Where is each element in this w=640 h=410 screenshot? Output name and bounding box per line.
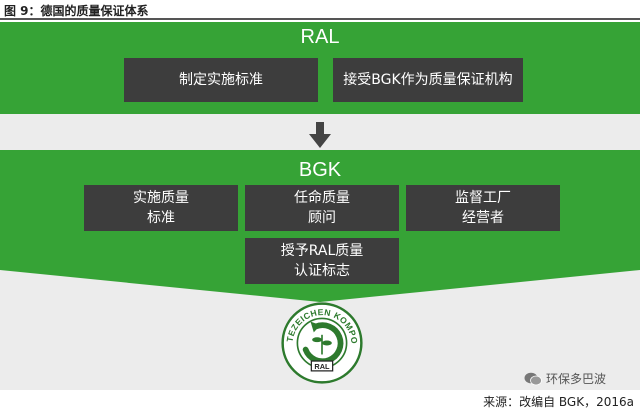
ral-box-standards: 制定实施标准 xyxy=(124,58,318,102)
down-arrow-icon xyxy=(309,122,331,148)
bgk-label: BGK xyxy=(298,159,342,181)
watermark: 环保多巴波 xyxy=(524,370,606,387)
box-line: 标准 xyxy=(147,210,175,226)
figure-title: 图 9：德国的质量保证体系 xyxy=(4,4,149,18)
ral-band xyxy=(0,22,640,114)
box-line: 顾问 xyxy=(308,210,336,226)
ral-box-mandate: 接受BGK作为质量保证机构 xyxy=(333,58,523,102)
box-line: 任命质量 xyxy=(294,190,350,206)
bgk-box-advisor: 任命质量 顾问 xyxy=(245,185,399,231)
box-line: 认证标志 xyxy=(293,263,350,279)
seal-ral-badge: RAL xyxy=(314,362,330,371)
bgk-box-oversee: 监督工厂 经营者 xyxy=(406,185,560,231)
bgk-box-grant: 授予RAL质量 认证标志 xyxy=(245,238,399,284)
bgk-box-implement: 实施质量 标准 xyxy=(84,185,238,231)
figure-source: 来源：改编自 BGK，2016a xyxy=(483,395,634,409)
ral-label: RAL xyxy=(300,26,340,48)
box-line: 实施质量 xyxy=(133,190,189,206)
box-line: 监督工厂 xyxy=(455,190,511,206)
compost-seal-icon: GÜTEZEICHEN KOMPOST RAL xyxy=(281,302,363,384)
watermark-text: 环保多巴波 xyxy=(546,372,607,386)
title-divider xyxy=(0,18,640,20)
wechat-icon xyxy=(524,372,542,385)
box-line: 经营者 xyxy=(462,210,504,226)
box-line: 授予RAL质量 xyxy=(280,243,364,259)
